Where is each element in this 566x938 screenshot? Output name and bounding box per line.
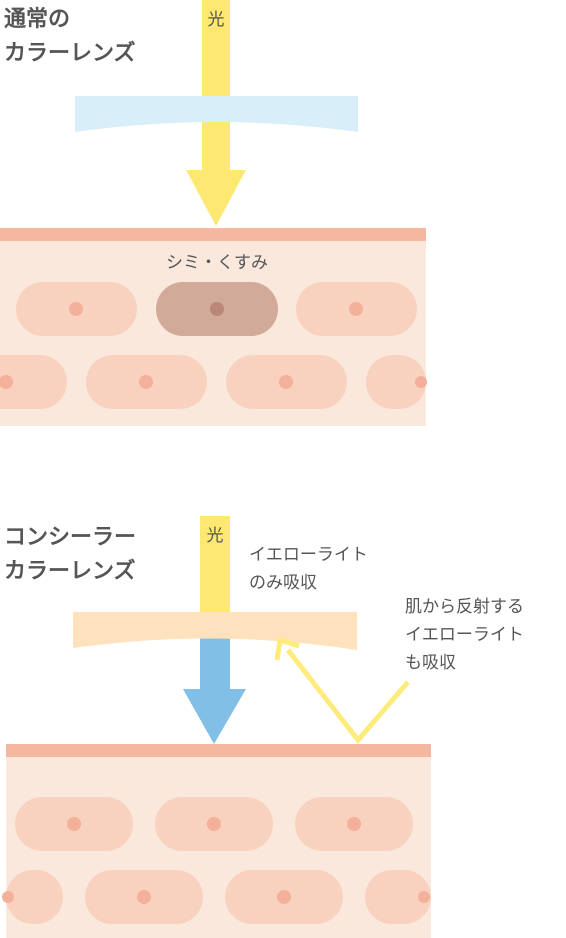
skin-cell bbox=[6, 870, 63, 924]
skin-cell-nucleus bbox=[277, 890, 291, 904]
skin-cell bbox=[0, 355, 67, 409]
skin-cell-nucleus bbox=[418, 891, 430, 903]
skin-cell-nucleus bbox=[349, 302, 363, 316]
top-title-line-1: 通常の bbox=[4, 6, 70, 32]
reflection-arrowhead bbox=[274, 636, 300, 661]
top-title-line-2: カラーレンズ bbox=[4, 40, 136, 66]
reflection-path bbox=[286, 648, 410, 744]
bottom-title-line-1: コンシーラー bbox=[4, 525, 136, 550]
bottom-light-label: 光 bbox=[207, 526, 224, 546]
absorb-label-line-1: イエローライト bbox=[249, 545, 368, 565]
top-light-arrow: 光 bbox=[186, 0, 246, 226]
skin-cell-nucleus bbox=[69, 302, 83, 316]
skin-cell bbox=[365, 870, 431, 924]
skin-cell-nucleus bbox=[0, 375, 13, 389]
bottom-panel: コンシーラー カラーレンズ 光 イエローライト のみ吸収 肌から反射する イエロ… bbox=[2, 516, 524, 938]
spot-label: シミ・くすみ bbox=[166, 253, 268, 273]
skin-cell-nucleus bbox=[139, 375, 153, 389]
reflect-label-line-1: 肌から反射する bbox=[405, 597, 524, 617]
bottom-light-arrowhead bbox=[183, 689, 246, 744]
top-light-arrowhead bbox=[186, 170, 246, 226]
dark-spot-nucleus bbox=[210, 302, 224, 316]
bottom-skin bbox=[2, 744, 431, 938]
skin-cell-nucleus bbox=[207, 817, 221, 831]
top-skin-surface bbox=[0, 228, 426, 241]
bottom-title-line-2: カラーレンズ bbox=[4, 558, 136, 584]
top-panel: 通常の カラーレンズ 光 bbox=[0, 0, 427, 426]
reflected-yellow-light bbox=[274, 636, 410, 744]
reflect-label-line-3: も吸収 bbox=[405, 653, 456, 673]
bottom-skin-surface bbox=[6, 744, 431, 757]
skin-cell-nucleus bbox=[415, 376, 427, 388]
top-light-beam bbox=[202, 0, 230, 170]
skin-cell bbox=[366, 355, 426, 409]
reflect-label-line-2: イエローライト bbox=[405, 625, 524, 645]
top-light-label: 光 bbox=[208, 10, 225, 30]
standard-color-lens bbox=[75, 96, 358, 132]
skin-cell-nucleus bbox=[279, 375, 293, 389]
skin-cell-nucleus bbox=[137, 890, 151, 904]
top-skin: シミ・くすみ bbox=[0, 228, 427, 426]
skin-cell-nucleus bbox=[2, 891, 14, 903]
bottom-light-beam-yellow bbox=[200, 516, 230, 612]
absorb-label-line-2: のみ吸収 bbox=[249, 573, 317, 593]
skin-cell-nucleus bbox=[67, 817, 81, 831]
skin-cell-nucleus bbox=[347, 817, 361, 831]
